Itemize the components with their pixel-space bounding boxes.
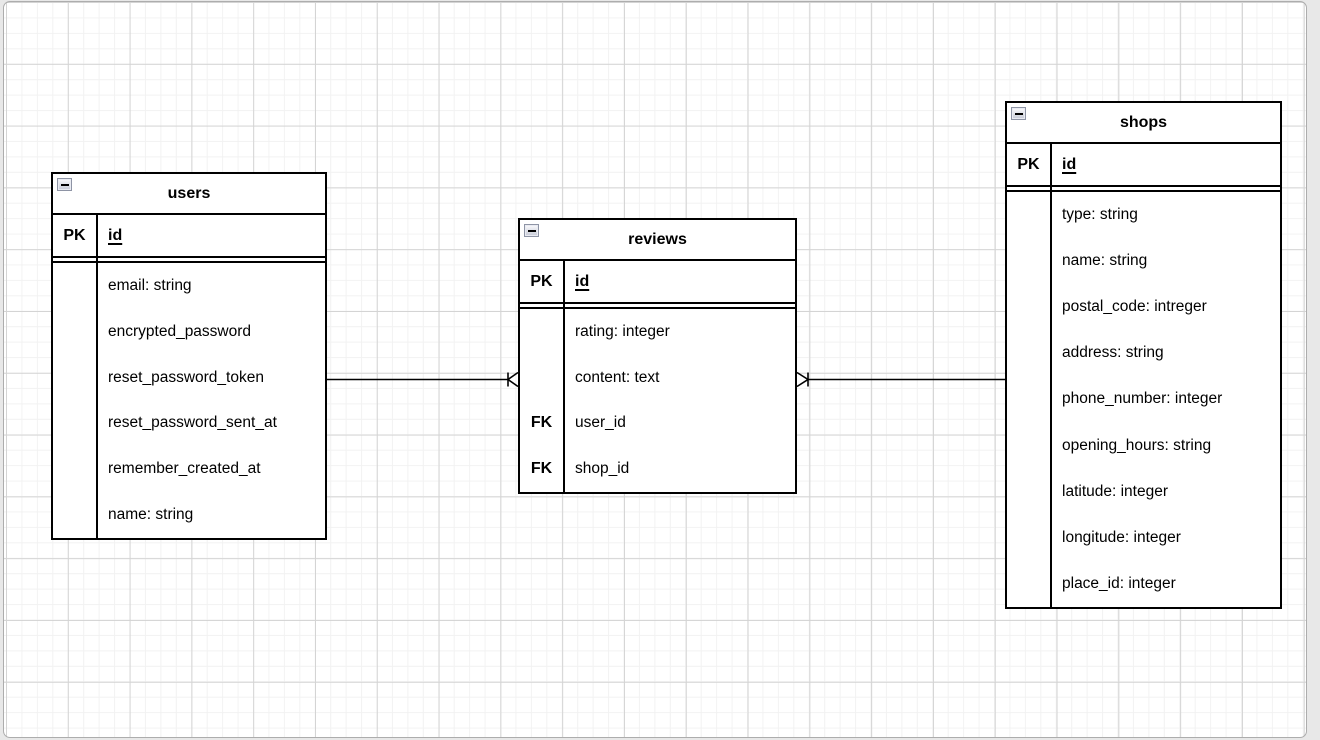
field-label: longitude: integer — [1062, 528, 1181, 546]
field-label: email: string — [108, 276, 192, 294]
table-row[interactable]: postal_code: intreger — [1007, 284, 1280, 331]
table-row[interactable]: longitude: integer — [1007, 514, 1280, 561]
table-body: rating: integer content: text FK user_id… — [520, 307, 795, 492]
key-label — [53, 308, 98, 355]
key-label — [1007, 422, 1052, 469]
table-row[interactable]: reset_password_token — [53, 354, 325, 401]
table-header-shops: shops — [1007, 103, 1280, 144]
key-label: PK — [520, 261, 565, 302]
field-label: content: text — [575, 368, 660, 386]
key-label — [1007, 284, 1052, 331]
collapse-icon[interactable] — [1011, 107, 1026, 120]
table-row[interactable]: opening_hours: string — [1007, 422, 1280, 469]
field-label: opening_hours: string — [1062, 436, 1212, 454]
minus-glyph — [1014, 112, 1023, 115]
section-divider — [520, 304, 795, 307]
field-label: id — [108, 226, 123, 244]
table-row[interactable]: type: string — [1007, 192, 1280, 239]
table-title: shops — [1119, 113, 1168, 131]
key-label — [1007, 468, 1052, 515]
field-label: name: string — [1062, 252, 1148, 270]
field-label: address: string — [1062, 344, 1164, 362]
field-label: encrypted_password — [108, 322, 252, 340]
key-label — [1007, 560, 1052, 607]
field-label: reset_password_sent_at — [108, 414, 277, 432]
table-row[interactable]: place_id: integer — [1007, 560, 1280, 607]
table-row[interactable]: FK shop_id — [520, 446, 795, 492]
field-label: type: string — [1062, 206, 1138, 224]
table-row[interactable]: reset_password_sent_at — [53, 400, 325, 447]
key-label — [520, 309, 565, 355]
table-row[interactable]: remember_created_at — [53, 446, 325, 493]
key-label: FK — [520, 400, 565, 447]
field-label: postal_code: intreger — [1062, 298, 1207, 316]
table-row[interactable]: address: string — [1007, 330, 1280, 377]
key-label — [520, 354, 565, 401]
key-label — [53, 354, 98, 401]
collapse-icon[interactable] — [57, 178, 72, 191]
key-label — [53, 446, 98, 493]
field-label: id — [575, 272, 590, 290]
field-label: rating: integer — [575, 322, 670, 340]
field-label: name: string — [108, 506, 194, 524]
table-row[interactable]: latitude: integer — [1007, 468, 1280, 515]
table-row[interactable]: FK user_id — [520, 400, 795, 447]
key-label: PK — [1007, 144, 1052, 185]
table-row[interactable]: content: text — [520, 354, 795, 401]
table-row[interactable]: rating: integer — [520, 309, 795, 355]
section-divider — [53, 258, 325, 261]
key-label — [1007, 330, 1052, 377]
key-label — [1007, 192, 1052, 239]
entity-table-shops[interactable]: shops PK id type: string name: string po… — [1005, 101, 1282, 609]
table-title: users — [167, 184, 211, 202]
table-header-reviews: reviews — [520, 220, 795, 261]
key-label: FK — [520, 446, 565, 492]
key-label: PK — [53, 215, 98, 256]
key-label — [53, 492, 98, 538]
collapse-icon[interactable] — [524, 224, 539, 237]
table-row[interactable]: encrypted_password — [53, 308, 325, 355]
table-row[interactable]: name: string — [1007, 238, 1280, 285]
key-label — [53, 400, 98, 447]
table-row[interactable]: phone_number: integer — [1007, 376, 1280, 423]
field-label: user_id — [575, 414, 626, 432]
table-row-pk[interactable]: PK id — [520, 261, 795, 304]
field-label: id — [1062, 155, 1077, 173]
table-row-pk[interactable]: PK id — [53, 215, 325, 258]
field-label: shop_id — [575, 460, 630, 478]
section-divider — [1007, 187, 1280, 190]
minus-glyph — [527, 229, 536, 232]
table-header-users: users — [53, 174, 325, 215]
key-label — [1007, 238, 1052, 285]
field-label: phone_number: integer — [1062, 390, 1223, 408]
field-label: remember_created_at — [108, 460, 261, 478]
table-row[interactable]: name: string — [53, 492, 325, 538]
table-title: reviews — [628, 230, 687, 248]
field-label: latitude: integer — [1062, 482, 1168, 500]
table-body: type: string name: string postal_code: i… — [1007, 190, 1280, 607]
entity-table-users[interactable]: users PK id email: string encrypted_pass… — [51, 172, 327, 540]
field-label: place_id: integer — [1062, 574, 1176, 592]
entity-table-reviews[interactable]: reviews PK id rating: integer content: t… — [518, 218, 797, 494]
key-label — [1007, 376, 1052, 423]
field-label: reset_password_token — [108, 368, 264, 386]
table-body: email: string encrypted_password reset_p… — [53, 261, 325, 538]
table-row[interactable]: email: string — [53, 263, 325, 309]
minus-glyph — [60, 183, 69, 186]
table-row-pk[interactable]: PK id — [1007, 144, 1280, 187]
key-label — [1007, 514, 1052, 561]
key-label — [53, 263, 98, 309]
